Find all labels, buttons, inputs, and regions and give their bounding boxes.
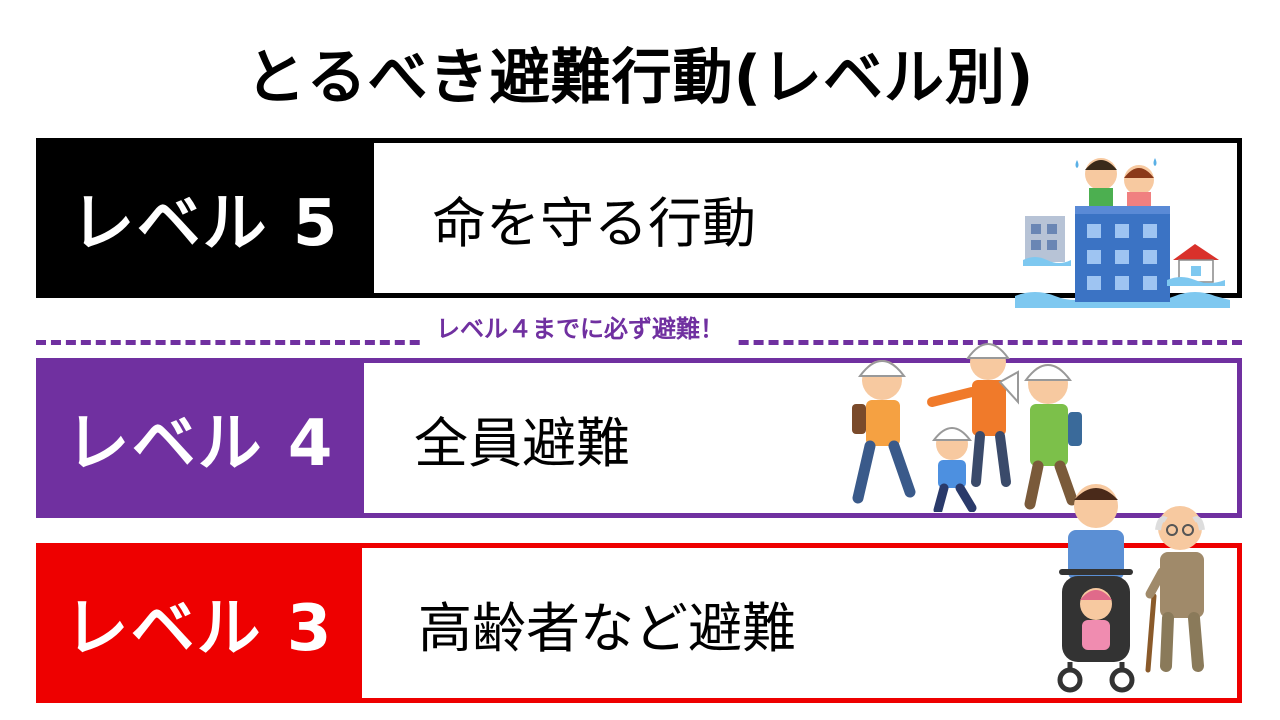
- level-3-label: レベル 3: [36, 543, 362, 703]
- flooded-building-icon: [1015, 158, 1230, 308]
- level-5-label: レベル 5: [36, 138, 374, 298]
- separator-label: レベル４までに必ず避難！: [424, 312, 736, 346]
- page-title: とるべき避難行動(レベル別): [245, 43, 1035, 113]
- evacuating-group-icon: [852, 343, 1082, 512]
- level-4-row: レベル 4 全員避難: [36, 358, 1242, 518]
- elderly-and-stroller-icon: [1057, 484, 1205, 693]
- level-4-label: レベル 4: [36, 358, 364, 518]
